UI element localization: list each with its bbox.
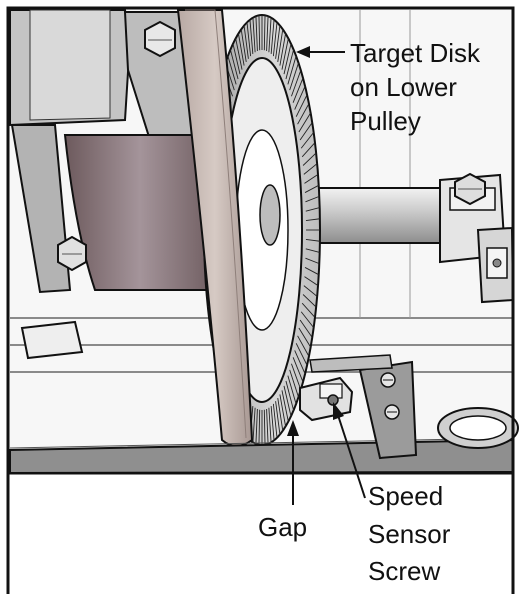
label-speed-sensor: Speed Sensor Screw	[368, 481, 451, 586]
callout-speed-sensor	[333, 402, 366, 499]
upper-housing	[9, 9, 197, 294]
speed-sensor	[299, 376, 354, 422]
rear-belt	[63, 134, 216, 291]
sensor-bracket	[309, 354, 418, 460]
label-speed-sensor-line2: Sensor	[368, 519, 451, 549]
round-cup	[437, 407, 519, 449]
label-target-disk-line1: Target Disk	[350, 38, 481, 68]
label-gap-text: Gap	[258, 512, 307, 542]
label-target-disk-line2: on Lower	[350, 72, 457, 102]
bearing-block	[439, 172, 515, 304]
label-speed-sensor-line1: Speed	[368, 481, 443, 511]
label-target-disk-line3: Pulley	[350, 106, 421, 136]
label-gap: Gap	[258, 512, 307, 542]
callout-gap	[287, 420, 299, 505]
frame-bolt-icon	[57, 235, 87, 272]
spacer-block	[20, 320, 84, 360]
label-speed-sensor-line3: Screw	[368, 556, 440, 586]
label-target-disk: Target Disk on Lower Pulley	[350, 38, 481, 136]
page-frame	[6, 8, 515, 594]
callout-target-disk	[296, 46, 345, 58]
